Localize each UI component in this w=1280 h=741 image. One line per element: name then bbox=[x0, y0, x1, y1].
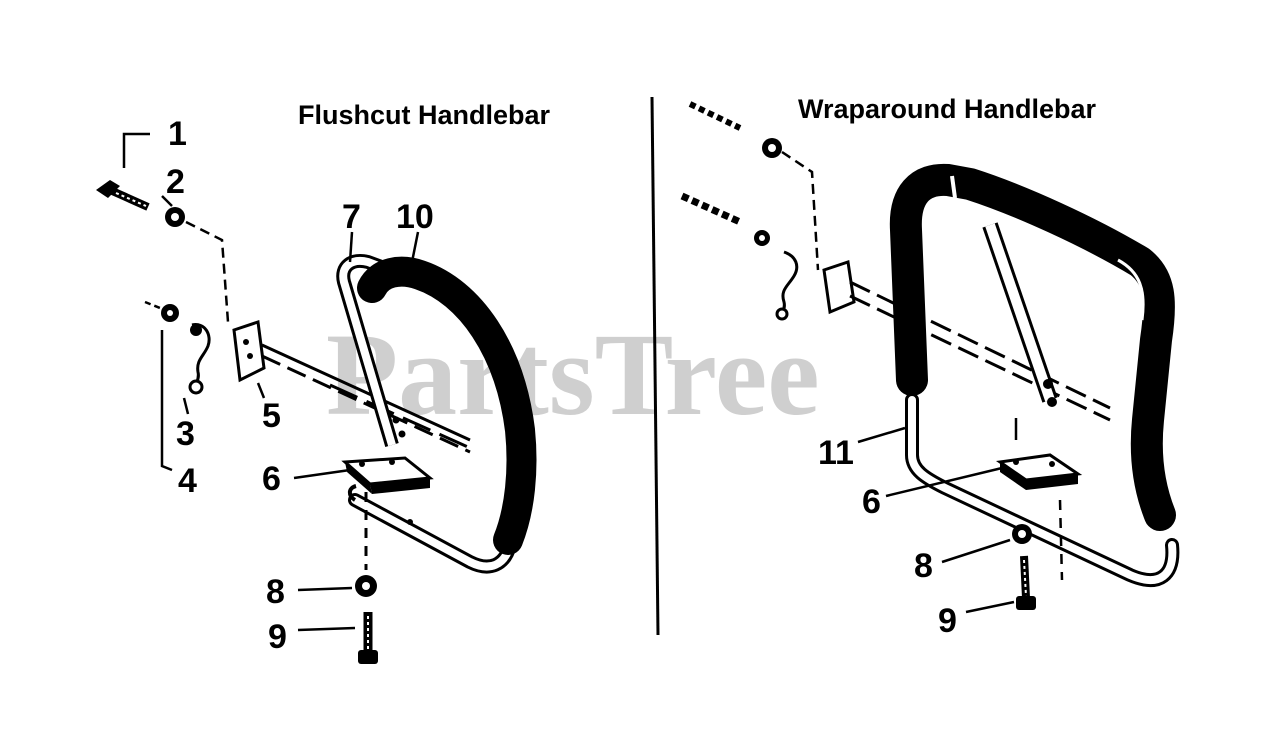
part-9-screw-right bbox=[1016, 555, 1036, 610]
part-3-spring bbox=[188, 323, 211, 395]
callout-8-right: 8 bbox=[914, 547, 933, 585]
part-10-grip bbox=[357, 256, 537, 555]
flushcut-assembly bbox=[96, 132, 537, 664]
part-6-clamp-right bbox=[995, 453, 1083, 490]
callout-9-right: 9 bbox=[938, 602, 957, 640]
wraparound-top-bolt bbox=[688, 101, 820, 271]
part-1-bolt bbox=[96, 180, 150, 211]
wraparound-assembly bbox=[680, 101, 1180, 614]
callout-5: 5 bbox=[262, 397, 281, 435]
callout-7: 7 bbox=[342, 198, 361, 236]
callout-6-right: 6 bbox=[862, 483, 881, 521]
wraparound-lower-bolt bbox=[680, 192, 770, 246]
part-5-bracket bbox=[232, 320, 266, 383]
left-panel-title: Flushcut Handlebar bbox=[298, 100, 551, 130]
callout-10: 10 bbox=[396, 198, 434, 236]
callout-8-left: 8 bbox=[266, 573, 285, 611]
part-8-washer bbox=[355, 575, 377, 597]
part-8-washer-right bbox=[1012, 524, 1032, 544]
part-9-screw bbox=[358, 612, 378, 664]
part-6-clamp bbox=[341, 456, 434, 494]
callout-3: 3 bbox=[176, 415, 195, 453]
watermark: PartsTree bbox=[326, 309, 820, 440]
callout-4: 4 bbox=[178, 462, 197, 500]
part-11-wraparound-frame bbox=[905, 222, 1180, 587]
part-4-nut bbox=[144, 300, 179, 322]
callout-1: 1 bbox=[168, 115, 187, 153]
callout-6-left: 6 bbox=[262, 460, 281, 498]
callout-11: 11 bbox=[818, 434, 854, 472]
callout-2: 2 bbox=[166, 163, 185, 201]
wraparound-bracket bbox=[822, 260, 856, 315]
panel-divider bbox=[650, 96, 660, 636]
right-panel-title: Wraparound Handlebar bbox=[798, 94, 1097, 124]
wraparound-grip bbox=[889, 163, 1176, 531]
part-2-washer bbox=[165, 207, 185, 227]
callout-9-left: 9 bbox=[268, 618, 287, 656]
